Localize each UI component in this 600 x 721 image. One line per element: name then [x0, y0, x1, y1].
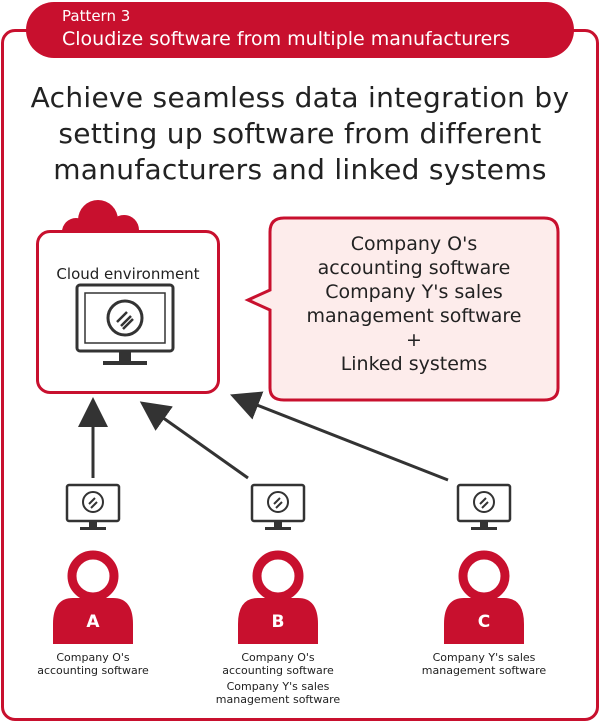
- headline-line-3: manufacturers and linked systems: [53, 153, 547, 186]
- pattern-tag: Pattern 3 Cloudize software from multipl…: [26, 2, 574, 58]
- speech-bubble: [244, 216, 560, 402]
- headline: Achieve seamless data integration by set…: [0, 80, 600, 188]
- bubble-text: Company O's accounting software Company …: [272, 232, 556, 376]
- bubble-line-4: management software: [306, 305, 522, 327]
- bubble-line-1: Company O's: [350, 233, 478, 255]
- user-badge-a: A: [86, 612, 100, 632]
- bubble-line-6: Linked systems: [340, 353, 488, 375]
- pattern-number: Pattern 3: [62, 7, 131, 25]
- monitor-icon: [65, 483, 121, 530]
- person-icon: [53, 550, 133, 644]
- caption-line: Company Y's sales: [226, 680, 330, 693]
- caption-line: management software: [421, 664, 547, 677]
- arrow-icon: [230, 391, 449, 482]
- monitor-icon: [250, 483, 306, 530]
- person-icon: [238, 550, 318, 644]
- caption-line: Company O's: [241, 651, 315, 664]
- headline-line-1: Achieve seamless data integration by: [30, 81, 570, 114]
- headline-line-2: setting up software from different: [58, 117, 542, 150]
- bubble-line-3: Company Y's sales: [325, 281, 503, 303]
- caption-line: Company Y's sales: [432, 651, 536, 664]
- user-badge-c: C: [477, 612, 491, 632]
- pattern-title: Cloudize software from multiple manufact…: [62, 28, 511, 50]
- monitor-icon: [456, 483, 512, 530]
- bubble-line-2: accounting software: [317, 257, 511, 279]
- user-c-caption: Company Y's sales management software: [384, 651, 584, 677]
- caption-line: accounting software: [222, 664, 334, 677]
- caption-line: accounting software: [37, 664, 149, 677]
- bubble-line-5: +: [406, 329, 422, 351]
- user-b-caption: Company O's accounting software Company …: [178, 651, 378, 706]
- user-a-caption: Company O's accounting software: [0, 651, 193, 677]
- caption-line: Company O's: [56, 651, 130, 664]
- person-icon: [444, 550, 524, 644]
- user-badge-b: B: [271, 612, 285, 632]
- arrow-icon: [139, 401, 249, 480]
- cloud-environment-label: Cloud environment: [56, 265, 200, 283]
- monitor-icon: [75, 283, 175, 365]
- caption-line: management software: [215, 693, 341, 706]
